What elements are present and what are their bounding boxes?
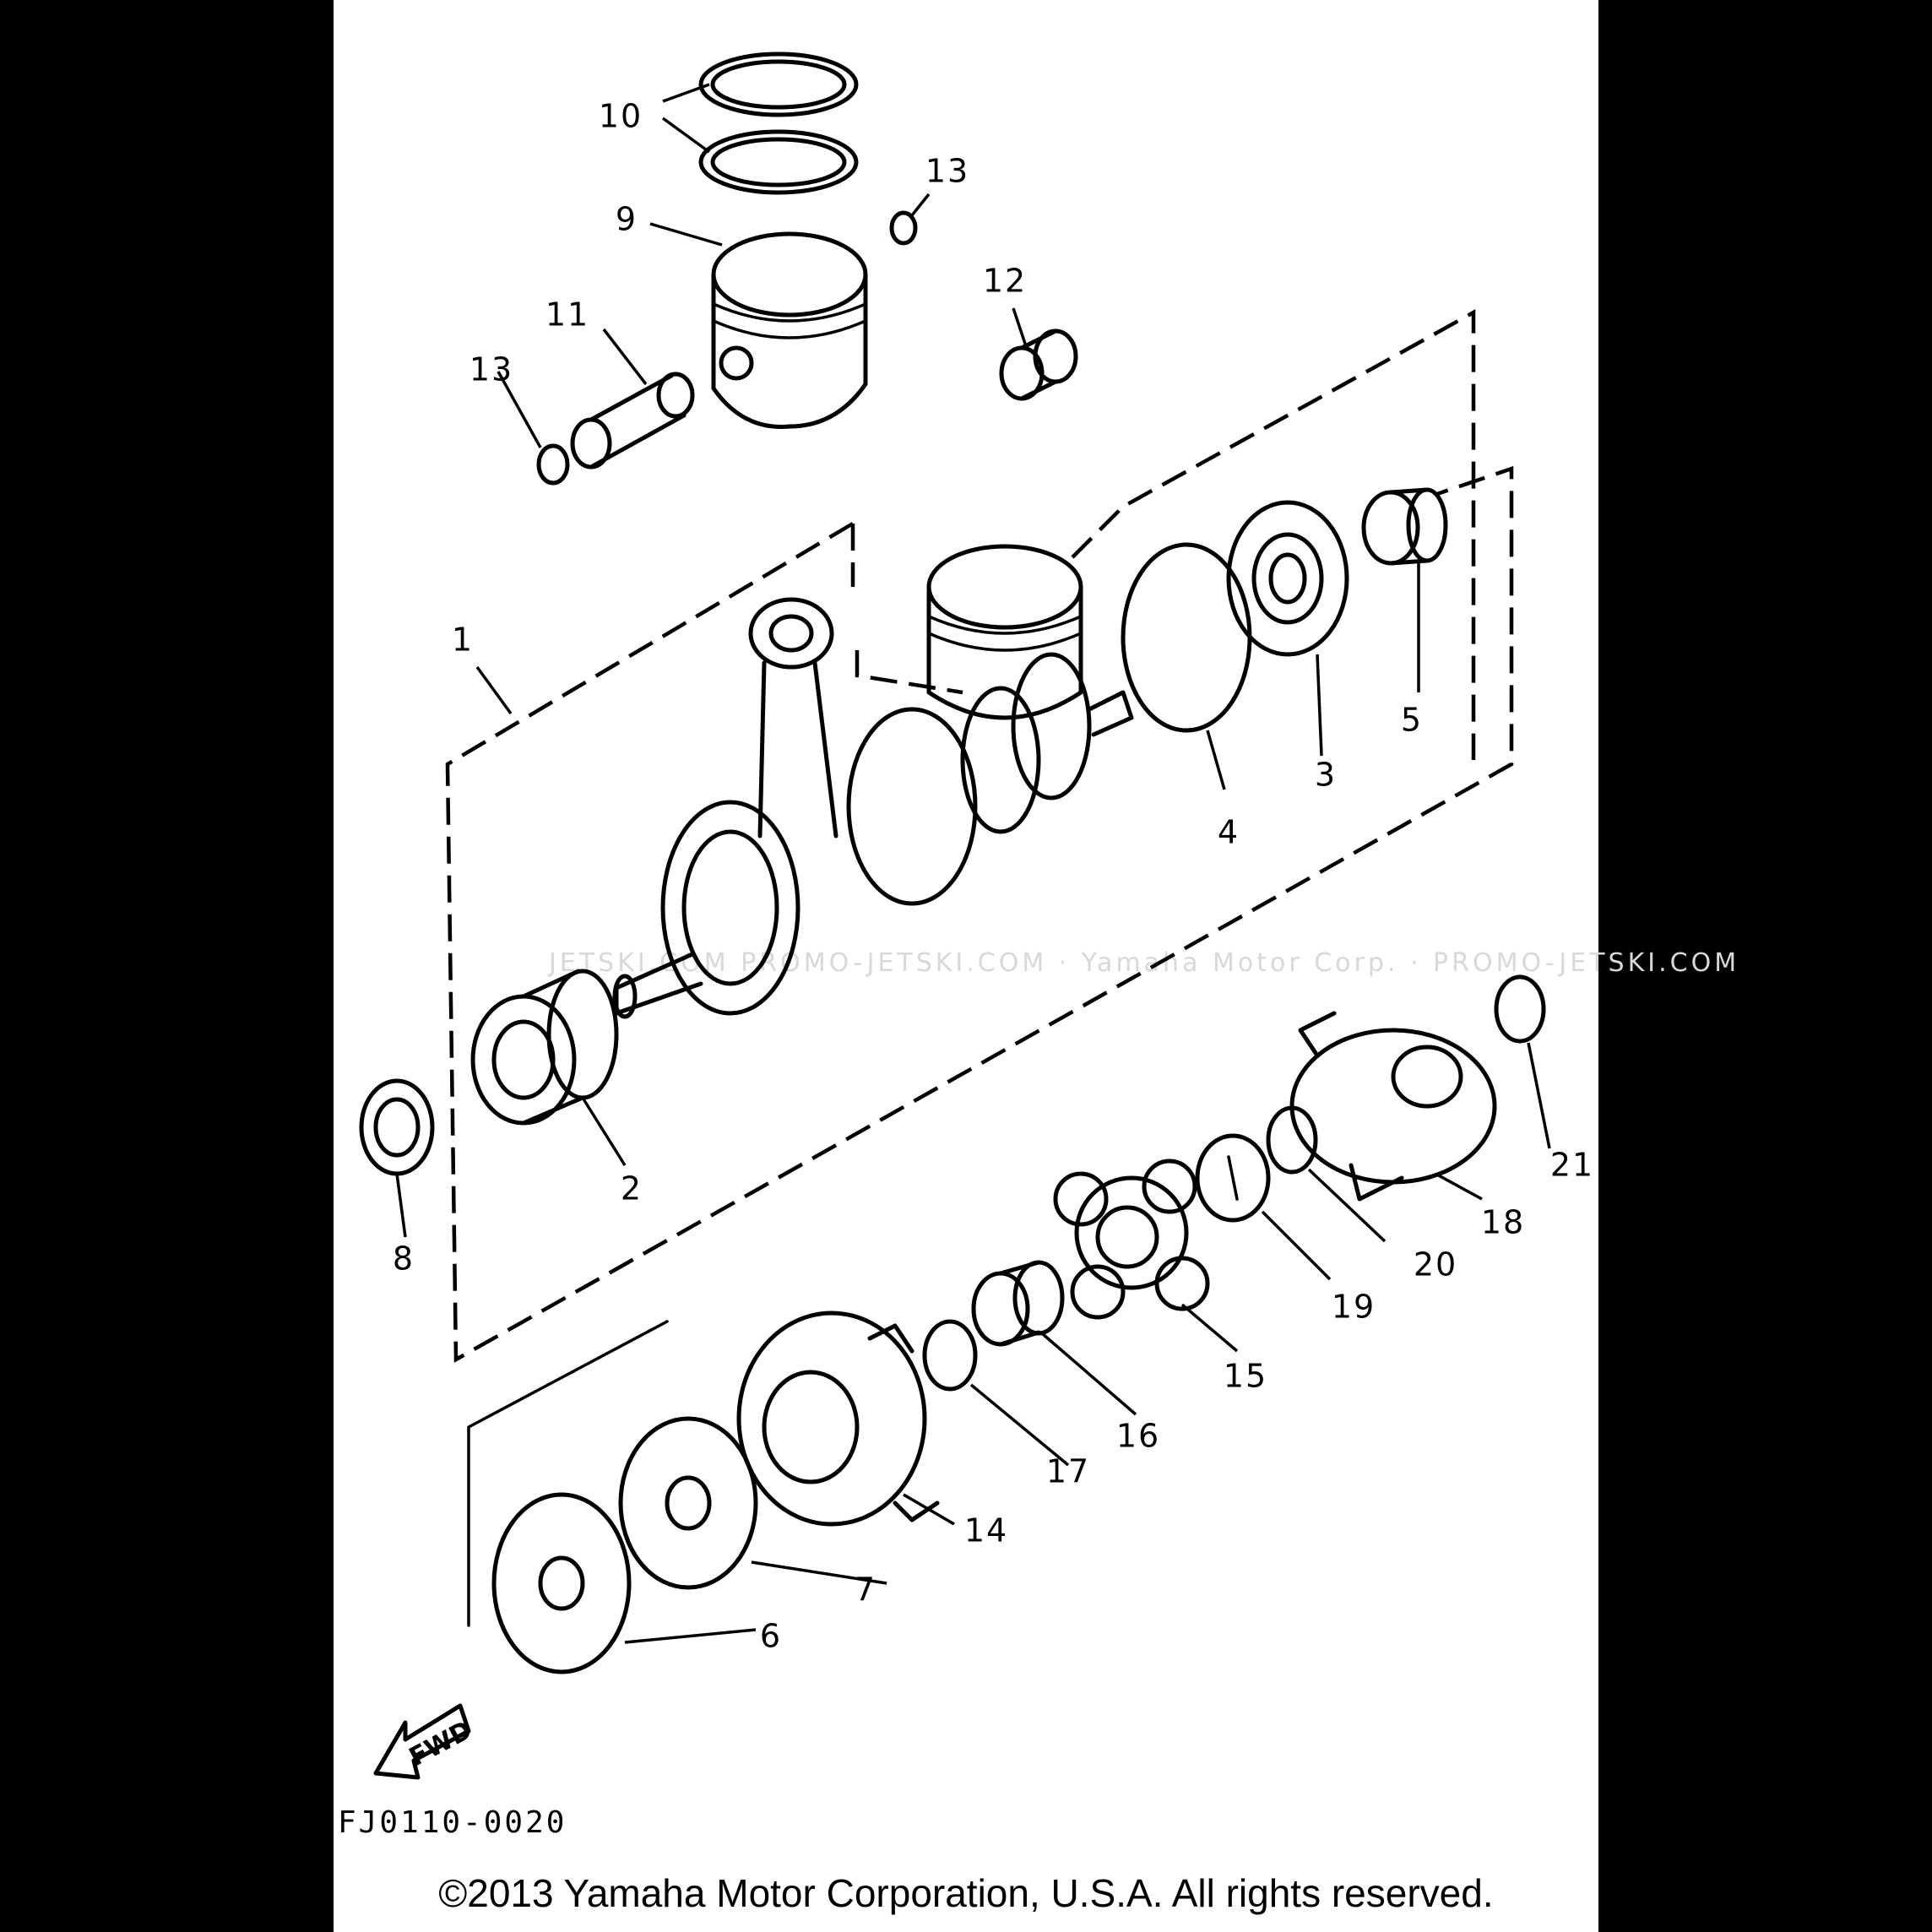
piston-part <box>711 231 868 429</box>
copyright-notice: ©2013 Yamaha Motor Corporation, U.S.A. A… <box>438 1871 1493 1915</box>
o-ring-part <box>922 1319 978 1392</box>
bearing-part <box>470 969 619 1126</box>
cap-part <box>1195 1133 1271 1223</box>
part-label-6: 6 <box>760 1618 782 1655</box>
leader-lines <box>395 83 1551 1644</box>
damper-part <box>1053 1159 1210 1320</box>
part-label-15: 15 <box>1224 1358 1267 1395</box>
part-label-4: 4 <box>1218 814 1240 851</box>
part-label-3: 3 <box>1315 757 1337 794</box>
part-label-20: 20 <box>1414 1246 1457 1283</box>
part-label-5: 5 <box>1401 702 1423 739</box>
figure-code: FJ0110-0020 <box>338 1805 567 1840</box>
part-label-8: 8 <box>393 1240 415 1278</box>
part-label-7: 7 <box>855 1571 876 1609</box>
part-label-21: 21 <box>1550 1147 1594 1184</box>
oil-seal-part <box>359 1078 435 1176</box>
coupling-hub-part <box>1289 1011 1497 1202</box>
part-label-11: 11 <box>545 296 589 334</box>
part-label-12: 12 <box>983 263 1027 300</box>
coupling-group-outline <box>467 1320 669 1627</box>
forward-direction-arrow: FWD <box>373 1703 477 1780</box>
watermark-text: JETSKI.COM PROMO-JETSKI.COM · Yamaha Mot… <box>547 948 1739 978</box>
part-label-17: 17 <box>1046 1453 1090 1490</box>
part-label-10: 10 <box>599 98 643 135</box>
o-ring-part <box>1494 974 1546 1044</box>
part-label-9: 9 <box>616 201 638 238</box>
part-label-19: 19 <box>1332 1289 1376 1326</box>
part-label-2: 2 <box>621 1170 643 1208</box>
piston-pin-part <box>570 372 695 469</box>
bearing-group-outline <box>855 309 1476 760</box>
piston-rings-part <box>698 52 859 195</box>
circlip-part <box>536 443 570 486</box>
part-label-16: 16 <box>1116 1418 1160 1455</box>
washer-part <box>491 1492 632 1674</box>
part-number-labels: 1 2 3 4 5 6 7 8 9 10 11 12 13 13 14 15 1… <box>393 98 1594 1655</box>
part-label-14: 14 <box>964 1512 1008 1549</box>
crankshaft-assembly-outline <box>445 465 1514 1363</box>
diagram-sheet <box>334 0 1598 1932</box>
bearing-part <box>1226 500 1349 657</box>
spacer-part <box>971 1260 1065 1347</box>
needle-bearing-part <box>999 328 1078 401</box>
collar-part <box>1361 487 1448 566</box>
circlip-part <box>889 210 918 246</box>
o-ring-part <box>1266 1105 1318 1175</box>
washer-part <box>618 1416 758 1590</box>
part-label-1: 1 <box>452 621 474 659</box>
fwd-label: FWD <box>404 1715 477 1772</box>
part-label-18: 18 <box>1481 1204 1525 1241</box>
part-label-13: 13 <box>925 153 969 190</box>
coupling-part <box>736 1311 940 1527</box>
crankshaft-part <box>612 544 1134 1019</box>
part-label-13: 13 <box>469 351 513 388</box>
